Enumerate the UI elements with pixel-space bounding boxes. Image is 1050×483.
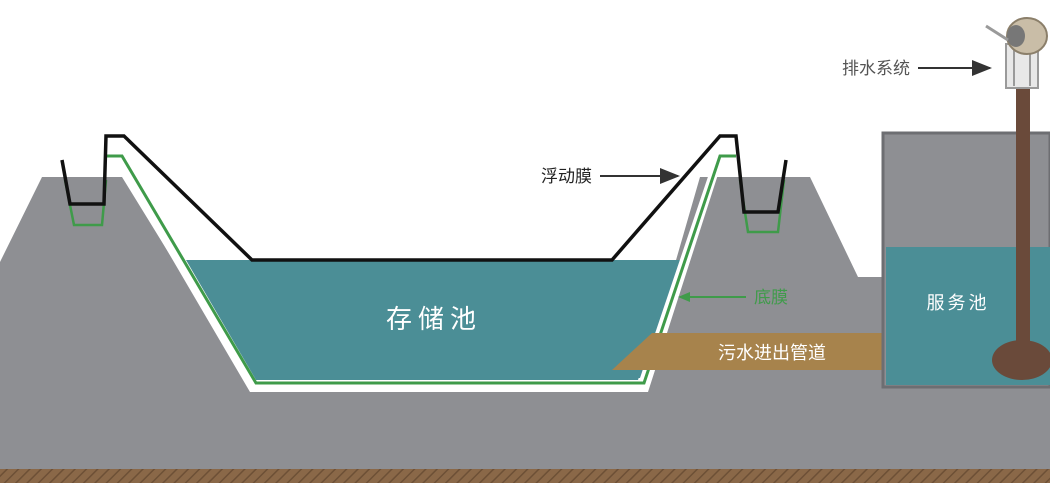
bottom-membrane-arrowhead	[678, 292, 690, 302]
pump-base	[992, 340, 1050, 380]
ground-embankment	[0, 177, 1050, 472]
drainage-pump-unit	[985, 17, 1048, 89]
bottom-membrane	[106, 154, 736, 385]
soil-layer	[0, 469, 1050, 483]
sewage-pipe-label: 污水进出管道	[718, 343, 826, 364]
service-pond-label: 服务池	[927, 293, 990, 314]
drainage-system-label: 排水系统	[842, 59, 910, 79]
bottom-membrane-label: 底膜	[754, 288, 788, 308]
storage-pond-label: 存储池	[386, 305, 482, 335]
pump-pole	[1016, 84, 1030, 354]
floating-membrane	[60, 134, 788, 262]
floating-membrane-label: 浮动膜	[541, 167, 592, 187]
sewage-pipe	[612, 333, 903, 370]
storage-pond-water-top	[186, 260, 678, 380]
